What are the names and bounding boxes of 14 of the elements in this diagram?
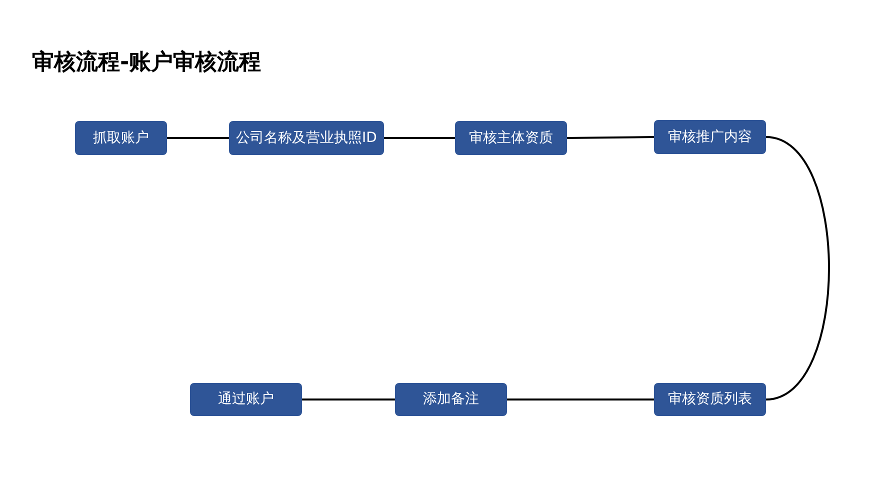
connector-line <box>302 398 395 400</box>
process-box: 公司名称及营业执照ID <box>229 121 384 155</box>
process-box: 审核资质列表 <box>654 383 766 416</box>
connector-line <box>566 136 654 139</box>
process-box: 审核主体资质 <box>455 121 567 155</box>
diagram-title: 审核流程-账户审核流程 <box>32 48 262 77</box>
process-box: 抓取账户 <box>75 121 167 155</box>
connector-line <box>507 398 654 400</box>
connector-line <box>384 137 455 139</box>
connector-line <box>766 136 830 400</box>
connector-line <box>167 137 229 139</box>
process-box: 添加备注 <box>395 383 507 416</box>
process-box: 通过账户 <box>190 383 302 416</box>
process-box: 审核推广内容 <box>654 120 766 154</box>
